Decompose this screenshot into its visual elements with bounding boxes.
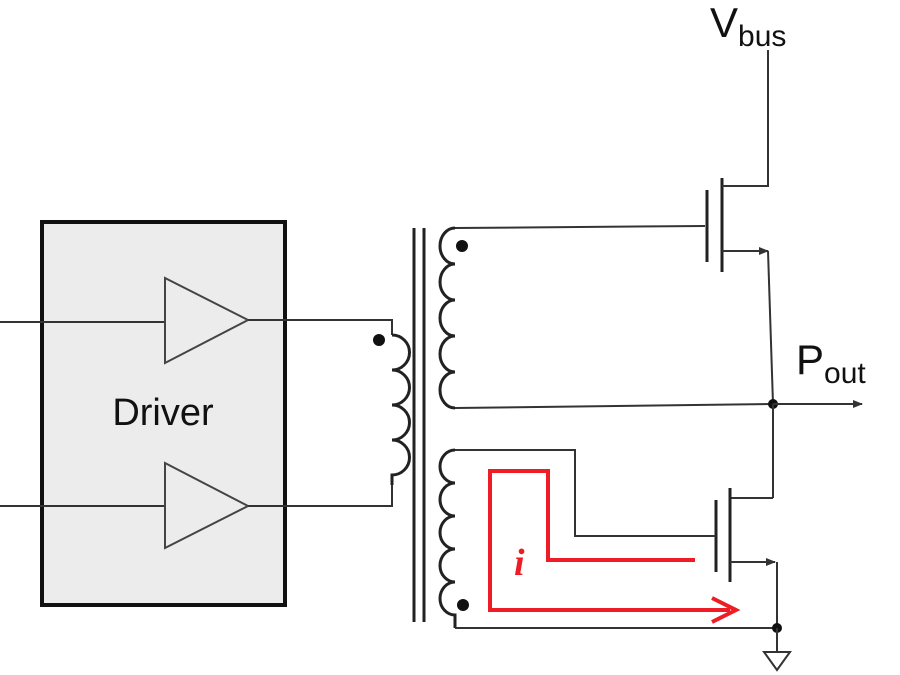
primary-coil-icon <box>390 333 411 485</box>
primary-wire-top <box>248 319 393 335</box>
pout-label: Pout <box>796 336 866 390</box>
driver-box <box>40 220 287 607</box>
upper-gate-wire <box>454 225 706 229</box>
upper-drain <box>722 50 769 187</box>
ground-symbol-icon <box>762 651 792 672</box>
amplifier-triangle-icon-top <box>164 276 251 365</box>
current-path <box>488 469 730 612</box>
upper-secondary-dot <box>456 240 468 252</box>
upper-source-down <box>767 250 774 405</box>
current-arrowhead <box>711 596 741 624</box>
lower-secondary-dot <box>457 599 469 611</box>
lower-gate-wire <box>455 449 716 537</box>
primary-dot <box>373 334 385 346</box>
primary-wire-bottom <box>248 485 393 507</box>
amplifier-triangle-icon-bottom <box>164 461 251 550</box>
driver-label: Driver <box>112 392 214 434</box>
vbus-label: Vbus <box>710 0 786 53</box>
upper-secondary-coil-icon <box>438 226 456 410</box>
current-label: i <box>514 542 525 584</box>
lower-secondary-coil-icon <box>438 448 457 628</box>
upper-secondary-return <box>454 403 774 409</box>
